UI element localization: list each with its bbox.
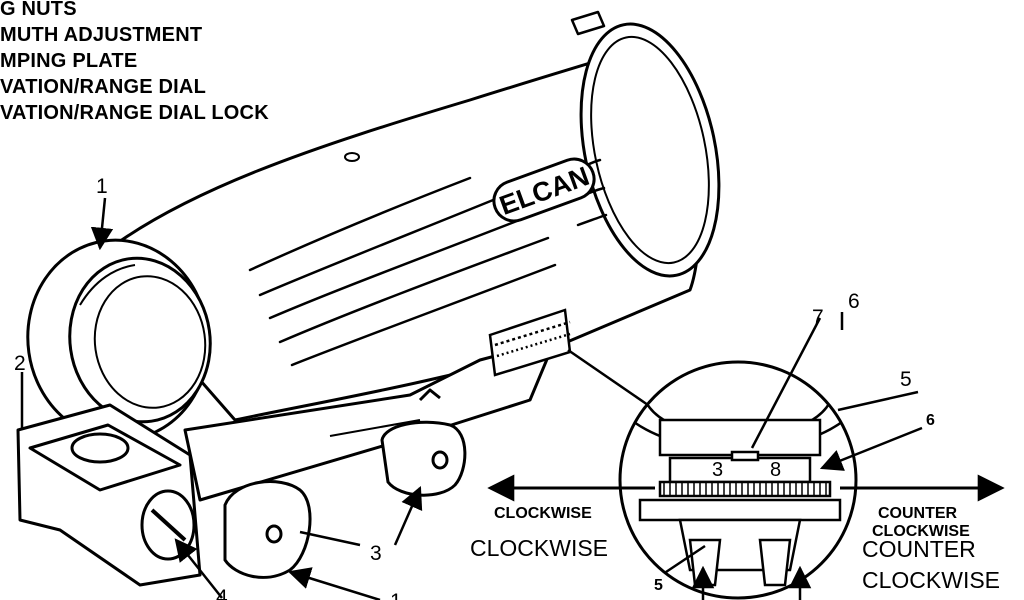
knob-lower	[223, 480, 312, 579]
legend-item: G NUTS	[0, 0, 77, 20]
clockwise-label-small: CLOCKWISE	[494, 505, 592, 522]
callout-1-bottom: 1	[390, 590, 402, 600]
callout-4: 4	[216, 586, 228, 600]
clamping-plate	[16, 403, 202, 587]
detail-leader	[567, 348, 649, 407]
callout-1-top: 1	[96, 175, 108, 198]
counter-label-large-1: COUNTER	[862, 536, 976, 562]
dial-knurl	[663, 482, 827, 496]
eyepiece	[26, 238, 212, 442]
dial-scale-right: 8	[770, 459, 781, 481]
parts-legend: G NUTS MUTH ADJUSTMENT MPING PLATE VATIO…	[0, 0, 269, 126]
counter-label-small-1: COUNTER	[878, 505, 958, 522]
legend-item: MPING PLATE	[0, 50, 138, 72]
counter-label-small-2: CLOCKWISE	[872, 523, 970, 540]
callout-3: 3	[370, 542, 382, 565]
callout-5-right: 5	[900, 368, 912, 391]
dial-scale-left: 3	[712, 459, 723, 481]
counter-label-large-2: CLOCKWISE	[862, 567, 1000, 593]
callout-2: 2	[14, 352, 26, 375]
callout-6-right: 6	[926, 412, 935, 429]
knob-upper	[380, 420, 467, 497]
legend-item: VATION/RANGE DIAL LOCK	[0, 102, 269, 124]
legend-item: VATION/RANGE DIAL	[0, 76, 206, 98]
tube-grooves	[248, 158, 608, 367]
legend-item: MUTH ADJUSTMENT	[0, 24, 203, 46]
callout-leaders	[20, 197, 923, 600]
callout-5-bottom: 5	[654, 577, 663, 594]
callout-6-top: 6	[848, 290, 860, 313]
clockwise-label-large: CLOCKWISE	[470, 535, 608, 561]
callout-7: 7	[812, 306, 824, 329]
